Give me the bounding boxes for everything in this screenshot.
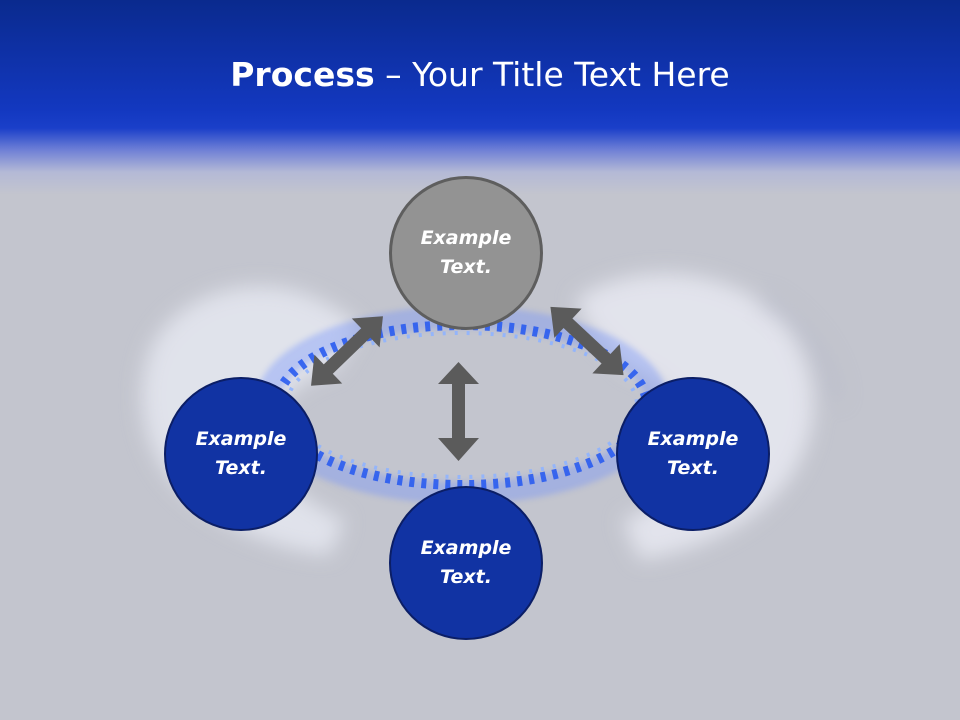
double-arrow-icon — [550, 306, 624, 376]
title-bold: Process — [230, 55, 375, 94]
double-arrow-icon — [438, 362, 479, 461]
node-right: Example Text. — [616, 377, 770, 531]
arrows — [311, 306, 624, 461]
title-bar — [0, 0, 960, 195]
node-left: Example Text. — [164, 377, 318, 531]
node-top: Example Text. — [389, 176, 543, 330]
double-arrow-icon — [311, 316, 383, 386]
title-rest: – Your Title Text Here — [374, 55, 730, 94]
slide-title: Process – Your Title Text Here — [0, 52, 960, 98]
node-bottom: Example Text. — [389, 486, 543, 640]
